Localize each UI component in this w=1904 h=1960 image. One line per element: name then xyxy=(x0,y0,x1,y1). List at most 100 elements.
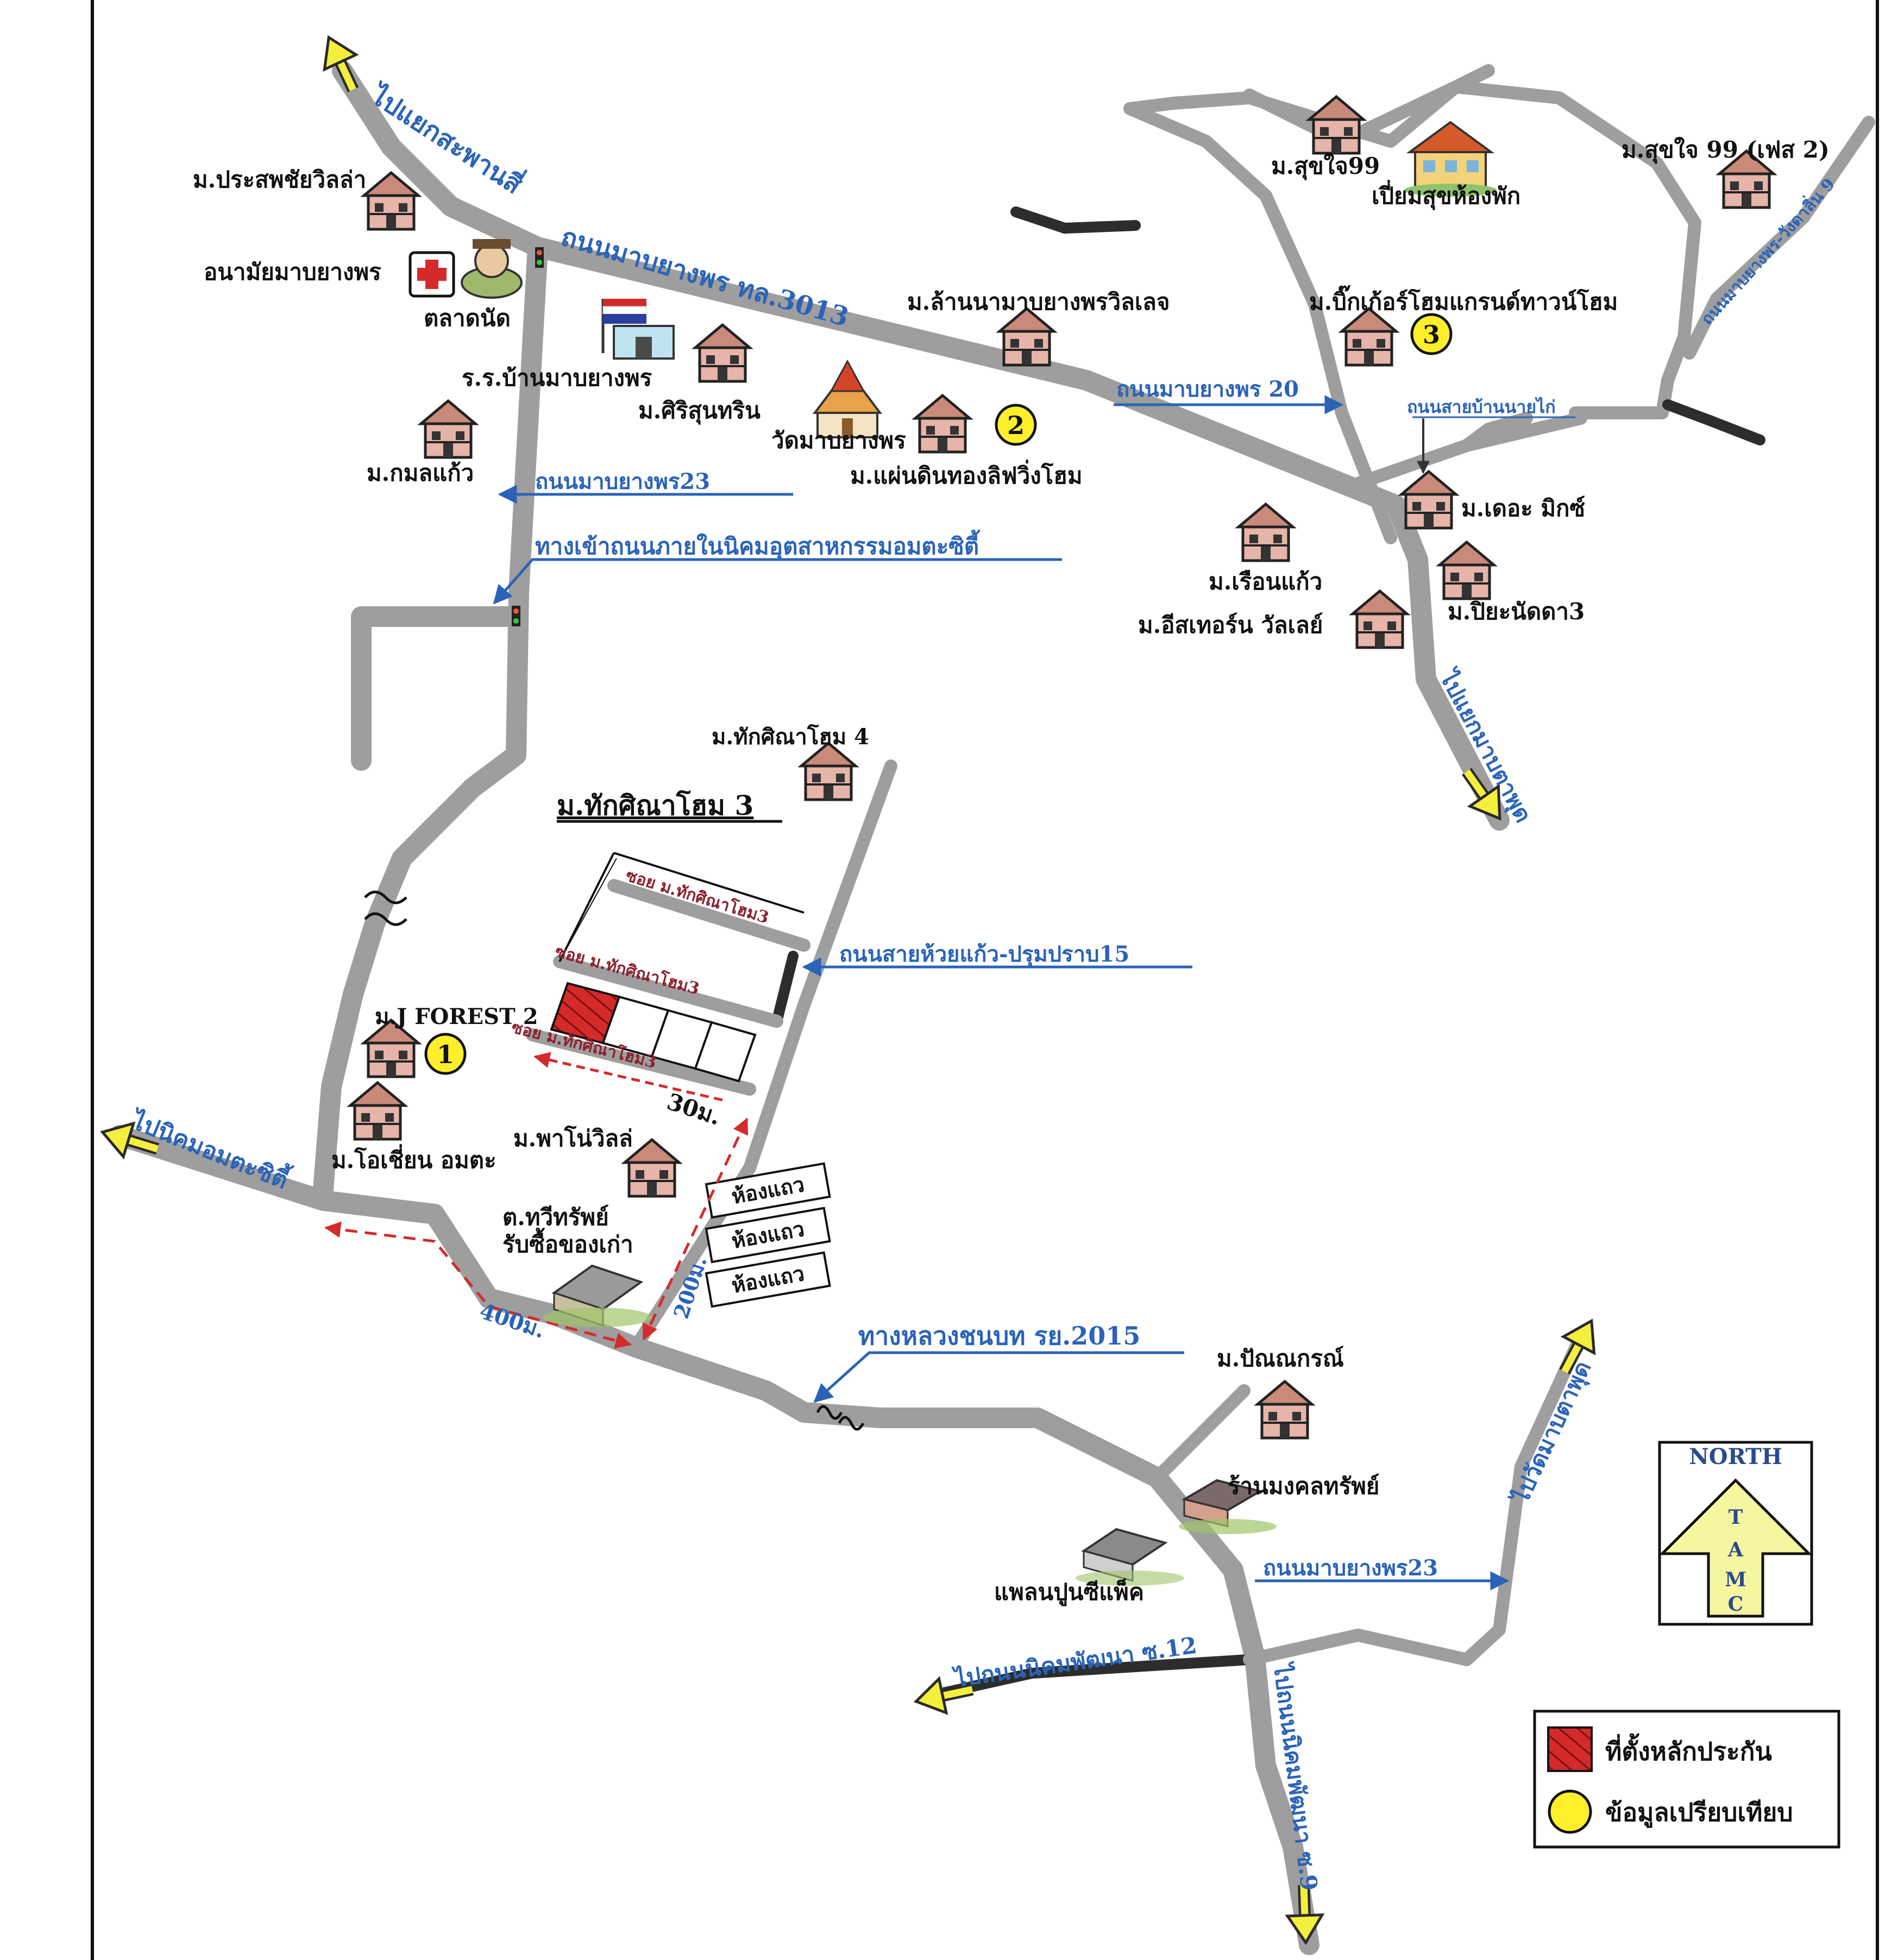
road-punnakorn xyxy=(1151,1384,1251,1484)
label-piam-suk: เปี่ยมสุขห้องพัก xyxy=(1372,180,1520,210)
label-piyanatda3: ม.ปิยะนัดดา3 xyxy=(1448,598,1585,625)
road-break-marks xyxy=(364,890,865,1431)
comparison-marker-1: 1 xyxy=(424,1033,467,1075)
legend-comparison-label: ข้อมูลเปรียบเทียบ xyxy=(1605,1798,1793,1828)
label-market: ตลาดนัด xyxy=(424,305,511,331)
label-thaksina4: ม.ทักศิณาโฮม 4 xyxy=(712,724,869,750)
house-icon xyxy=(915,395,970,452)
legend-comparison-swatch xyxy=(1548,1789,1592,1834)
label-sukjai99: ม.สุขใจ99 xyxy=(1271,153,1380,180)
temple-icon xyxy=(813,359,882,438)
legend-collateral-label: ที่ตั้งหลักประกัน xyxy=(1605,1733,1772,1766)
row-house-boxes: ห้องแถว ห้องแถว ห้องแถว xyxy=(705,1162,831,1308)
comparison-marker-3: 3 xyxy=(1410,313,1453,355)
label-cement-plant: แพลนปูนซีแพ็ค xyxy=(994,1578,1144,1606)
compass-north-label: NORTH xyxy=(1689,1444,1782,1469)
traffic-light-icon xyxy=(512,247,544,626)
compass-letter: C xyxy=(1728,1593,1744,1616)
road-dark-top xyxy=(1010,206,1141,234)
house-icon xyxy=(1000,309,1054,365)
label-shop-line1: ต.ทวีทรัพย์ xyxy=(502,1204,609,1230)
label-shop-line2: รับซื้อของเก่า xyxy=(502,1227,633,1258)
road-23-west xyxy=(313,237,548,1200)
label-punnakorn: ม.ปัณณกรณ์ xyxy=(1217,1345,1344,1372)
road-soi-middle xyxy=(553,955,783,1028)
road-soi-bottom xyxy=(526,1028,756,1096)
house-icon xyxy=(350,1083,405,1139)
label-kamonkaew: ม.กมลแก้ว xyxy=(367,460,474,486)
label-road-20: ถนนมาบยางพร 20 xyxy=(1116,376,1299,402)
road-dark-right xyxy=(1662,399,1765,445)
plot-grid xyxy=(550,852,805,1083)
compass-letter: M xyxy=(1725,1568,1746,1591)
road-soi-top xyxy=(607,879,810,952)
label-school: ร.ร.บ้านมาบยางพร xyxy=(462,365,652,391)
road-to-nikhom-12-east xyxy=(1243,1330,1587,1666)
compass-letter: A xyxy=(1727,1538,1744,1561)
health-center-icon xyxy=(409,251,455,298)
road-bigger-link xyxy=(1243,64,1495,148)
label-lanna-village: ม.ล้านนามาบยางพรวิลเลจ xyxy=(907,288,1170,315)
comparison-number: 3 xyxy=(1423,320,1440,349)
comparison-number: 1 xyxy=(437,1040,454,1069)
label-amata-entrance: ทางเข้าถนนภายในนิคมอุตสาหกรรมอมตะซิตี้ xyxy=(535,529,981,561)
house-icon xyxy=(1309,97,1363,153)
road-north-loop xyxy=(1123,80,1701,419)
label-huaikaeo-15: ถนนสายห้วยแก้ว-ปรุมปราบ15 xyxy=(839,941,1129,968)
house-icon xyxy=(364,173,418,229)
house-icon xyxy=(1402,472,1456,528)
label-j-forest2: ม.J FOREST 2 xyxy=(375,1004,538,1029)
house-icon xyxy=(1239,504,1293,561)
legend-collateral-swatch xyxy=(1547,1726,1593,1772)
legend: ที่ตั้งหลักประกัน ข้อมูลเปรียบเทียบ xyxy=(1533,1710,1840,1849)
market-icon xyxy=(461,239,523,299)
comparison-number: 2 xyxy=(1007,411,1025,440)
north-arrow-icon xyxy=(1658,1478,1813,1618)
label-ruean-kaew: ม.เรือนแก้ว xyxy=(1209,568,1322,595)
label-ocean-amata: ม.โอเชี่ยน อมตะ xyxy=(331,1144,497,1173)
label-mongkhon: ร้านมงคลทรัพย์ xyxy=(1228,1473,1379,1499)
house-icon xyxy=(1353,591,1407,648)
house-icon xyxy=(1342,309,1396,365)
place-labels: ม.ประสพชัยวิลล่า อนามัยมาบยางพร ตลาดนัด … xyxy=(193,136,1830,1606)
house-icon xyxy=(1440,542,1494,599)
label-siri-suntharin: ม.ศิริสุนทริน xyxy=(638,397,761,425)
house-icon xyxy=(625,1140,679,1196)
label-health-center: อนามัยมาบยางพร xyxy=(204,259,381,285)
compass-letter: T xyxy=(1729,1506,1743,1529)
school-icon xyxy=(601,299,675,360)
house-icon xyxy=(801,743,856,800)
comparison-marker-2: 2 xyxy=(995,404,1037,446)
north-compass: NORTH T A M C xyxy=(1658,1441,1813,1626)
label-temple: วัดมาบยางพร xyxy=(771,427,906,454)
mongkhon-shop-icon xyxy=(1179,1479,1277,1534)
label-to-nikhom-12: ไปถนนนิคมพัฒนา ซ.12 xyxy=(951,1632,1199,1693)
label-road-23-bottom: ถนนมาบยางพร23 xyxy=(1263,1555,1438,1581)
comparison-markers: 1 2 3 xyxy=(424,313,1453,1075)
road-wangdan xyxy=(1683,116,1875,360)
rooms-building-icon xyxy=(1404,121,1497,197)
label-nai-kai: ถนนสายบ้านนายไก่ xyxy=(1407,397,1556,417)
label-big-home: ม.บิ๊กเก้อร์โฮมแกรนด์ทาวน์โฮม xyxy=(1309,285,1618,315)
road-amata-entry xyxy=(351,606,526,771)
house-icon xyxy=(421,401,475,457)
house-icon xyxy=(695,325,750,381)
label-prasopchai: ม.ประสพชัยวิลล่า xyxy=(193,166,366,193)
label-eastern-valley: ม.อีสเทอร์น วัลเลย์ xyxy=(1138,612,1323,638)
arrow-amata-entrance xyxy=(493,558,1062,605)
house-icon xyxy=(1258,1381,1312,1438)
label-to-wat: ไปวัดมาบตาพุด xyxy=(1506,1357,1597,1510)
cement-plant-icon xyxy=(1076,1528,1184,1586)
label-the-mix: ม.เดอะ มิกซ์ xyxy=(1461,495,1585,522)
road-nai-kai-branch xyxy=(1460,412,1533,452)
label-rural-2015: ทางหลวงชนบท รย.2015 xyxy=(858,1321,1140,1350)
label-thaksina3: ม.ทักศิณาโฮม 3 xyxy=(557,789,753,821)
road-3013 xyxy=(332,60,1510,831)
arrow-rural-2015 xyxy=(813,1351,1184,1403)
label-road-23-top: ถนนมาบยางพร23 xyxy=(535,469,710,494)
road-huaikaeo-dark xyxy=(771,951,799,1027)
scrap-shop-icon xyxy=(543,1264,652,1327)
label-pano-villa: ม.พาโน่วิลล่ xyxy=(513,1125,633,1152)
label-sukjai99-phase2: ม.สุขใจ 99 (เฟส 2) xyxy=(1622,136,1830,164)
